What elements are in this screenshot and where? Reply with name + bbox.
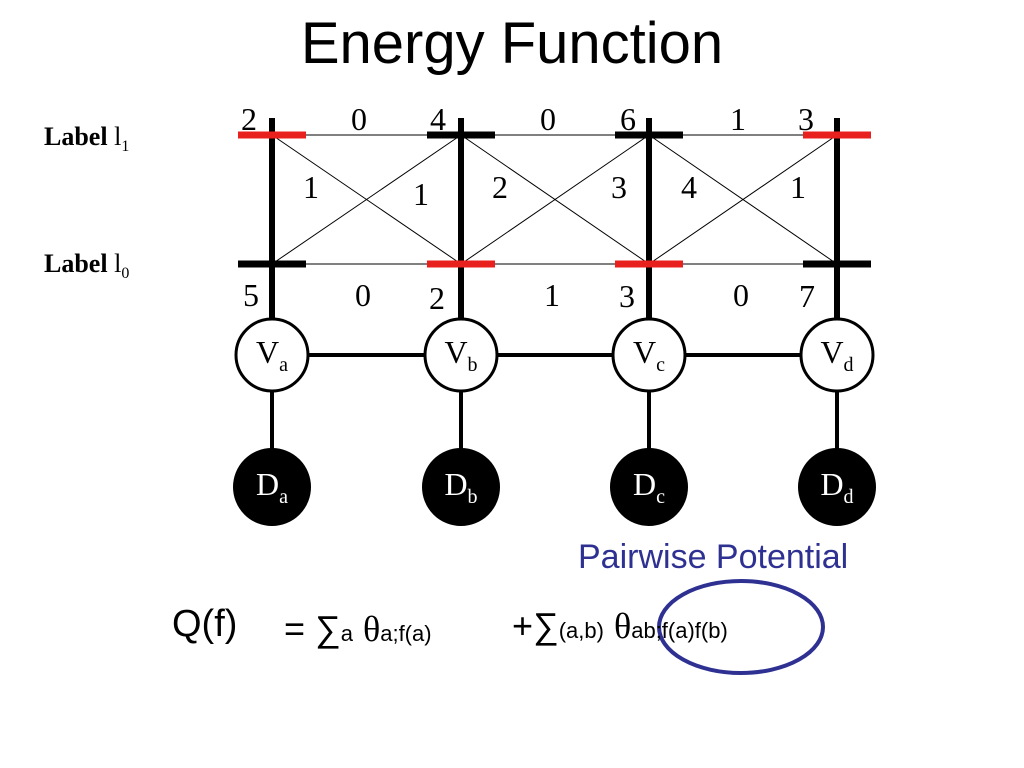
formula-pairwise-term: +∑(a,b) θab;f(a)f(b) xyxy=(512,605,728,647)
formula-sum-unary: ∑ xyxy=(315,608,341,649)
data-label-a-sub: a xyxy=(279,486,288,508)
data-label-b: Db xyxy=(444,466,477,508)
formula-q: Q(f) xyxy=(172,603,238,645)
unary-bottom-2: 3 xyxy=(619,278,635,314)
variable-label-b-sub: b xyxy=(468,354,478,376)
variable-label-b-main: V xyxy=(444,334,467,370)
variable-node-c xyxy=(611,317,687,393)
variable-label-d-sub: d xyxy=(844,354,854,376)
unary-bottom-3: 7 xyxy=(799,278,815,314)
pairwise-cross-down-1: 2 xyxy=(492,169,508,205)
formula-theta-unary: θ xyxy=(362,609,381,649)
pairwise-bottom-1: 1 xyxy=(544,277,560,313)
data-label-c-sub: c xyxy=(656,486,665,508)
unary-bottom-0: 5 xyxy=(243,277,259,313)
formula-equals: = xyxy=(284,608,316,649)
unary-top-3: 3 xyxy=(798,101,814,137)
data-label-a: Da xyxy=(256,466,288,508)
formula-unary-term: = ∑a θa;f(a) xyxy=(284,608,432,650)
variable-label-a-main: V xyxy=(256,334,279,370)
pairwise-top-0: 0 xyxy=(351,101,367,137)
unary-top-2: 6 xyxy=(620,101,636,137)
pairwise-bottom-2: 0 xyxy=(733,277,749,313)
pairwise-cross-up-0: 1 xyxy=(413,176,429,212)
data-label-b-main: D xyxy=(444,466,467,502)
variable-label-a-sub: a xyxy=(279,354,288,376)
data-label-c: Dc xyxy=(633,466,665,508)
unary-bottom-1: 2 xyxy=(429,280,445,316)
pairwise-cross-up-2: 1 xyxy=(790,169,806,205)
unary-top-0: 2 xyxy=(241,101,257,137)
formula-theta-unary-sub: a;f(a) xyxy=(380,621,432,646)
label-l1-prefix: Label xyxy=(44,122,108,151)
formula-plus: + xyxy=(512,605,534,646)
pairwise-top-1: 0 xyxy=(540,101,556,137)
data-node-d xyxy=(798,448,876,526)
pairwise-top-2: 1 xyxy=(730,101,746,137)
label-l1-letter: l xyxy=(114,122,122,151)
formula-sum-unary-sub: a xyxy=(340,621,353,646)
label-l0-letter: l xyxy=(114,249,122,278)
pairwise-cross-up-1: 3 xyxy=(611,169,627,205)
data-label-d: Dd xyxy=(820,466,853,508)
formula-theta-pairwise-sub: ab;f(a)f(b) xyxy=(631,618,728,643)
formula-theta-pairwise: θ xyxy=(613,606,632,646)
variable-label-c: Vc xyxy=(633,334,665,376)
formula-sum-pairwise: ∑ xyxy=(533,605,559,646)
variable-label-d: Vd xyxy=(820,334,853,376)
edge-cross-up-1 xyxy=(460,134,650,265)
label-l0: Label l0 xyxy=(44,249,129,283)
variable-node-d xyxy=(799,317,875,393)
label-l0-prefix: Label xyxy=(44,249,108,278)
pairwise-potential-circle xyxy=(657,579,825,675)
page-title: Energy Function xyxy=(300,11,724,76)
formula-sum-pairwise-sub: (a,b) xyxy=(558,618,604,643)
label-ticks xyxy=(238,131,871,268)
data-label-d-sub: d xyxy=(844,486,854,508)
variable-label-d-main: V xyxy=(820,334,843,370)
unary-top-1: 4 xyxy=(430,101,446,137)
data-label-c-main: D xyxy=(633,466,656,502)
variable-label-c-sub: c xyxy=(656,354,665,376)
label-l0-sub: 0 xyxy=(121,265,130,283)
pairwise-potential-label: Pairwise Potential xyxy=(578,538,849,576)
variable-node-b xyxy=(423,317,499,393)
label-l1-sub: 1 xyxy=(121,138,130,156)
data-node-b xyxy=(422,448,500,526)
pairwise-edges xyxy=(271,134,838,265)
data-label-b-sub: b xyxy=(468,486,478,508)
label-l1: Label l1 xyxy=(44,122,129,156)
pairwise-cross-down-2: 4 xyxy=(681,169,697,205)
variable-label-c-main: V xyxy=(633,334,656,370)
variable-label-a: Va xyxy=(256,334,288,376)
data-label-d-main: D xyxy=(820,466,843,502)
formula-lhs: Q(f) xyxy=(172,603,237,646)
pairwise-cross-down-0: 1 xyxy=(303,169,319,205)
data-node-a xyxy=(233,448,311,526)
edge-cross-up-0 xyxy=(271,134,462,265)
edge-cross-up-2 xyxy=(648,134,838,265)
data-label-a-main: D xyxy=(256,466,279,502)
variable-label-b: Vb xyxy=(444,334,477,376)
variable-node-a xyxy=(234,317,310,393)
data-node-c xyxy=(610,448,688,526)
pairwise-bottom-0: 0 xyxy=(355,277,371,313)
